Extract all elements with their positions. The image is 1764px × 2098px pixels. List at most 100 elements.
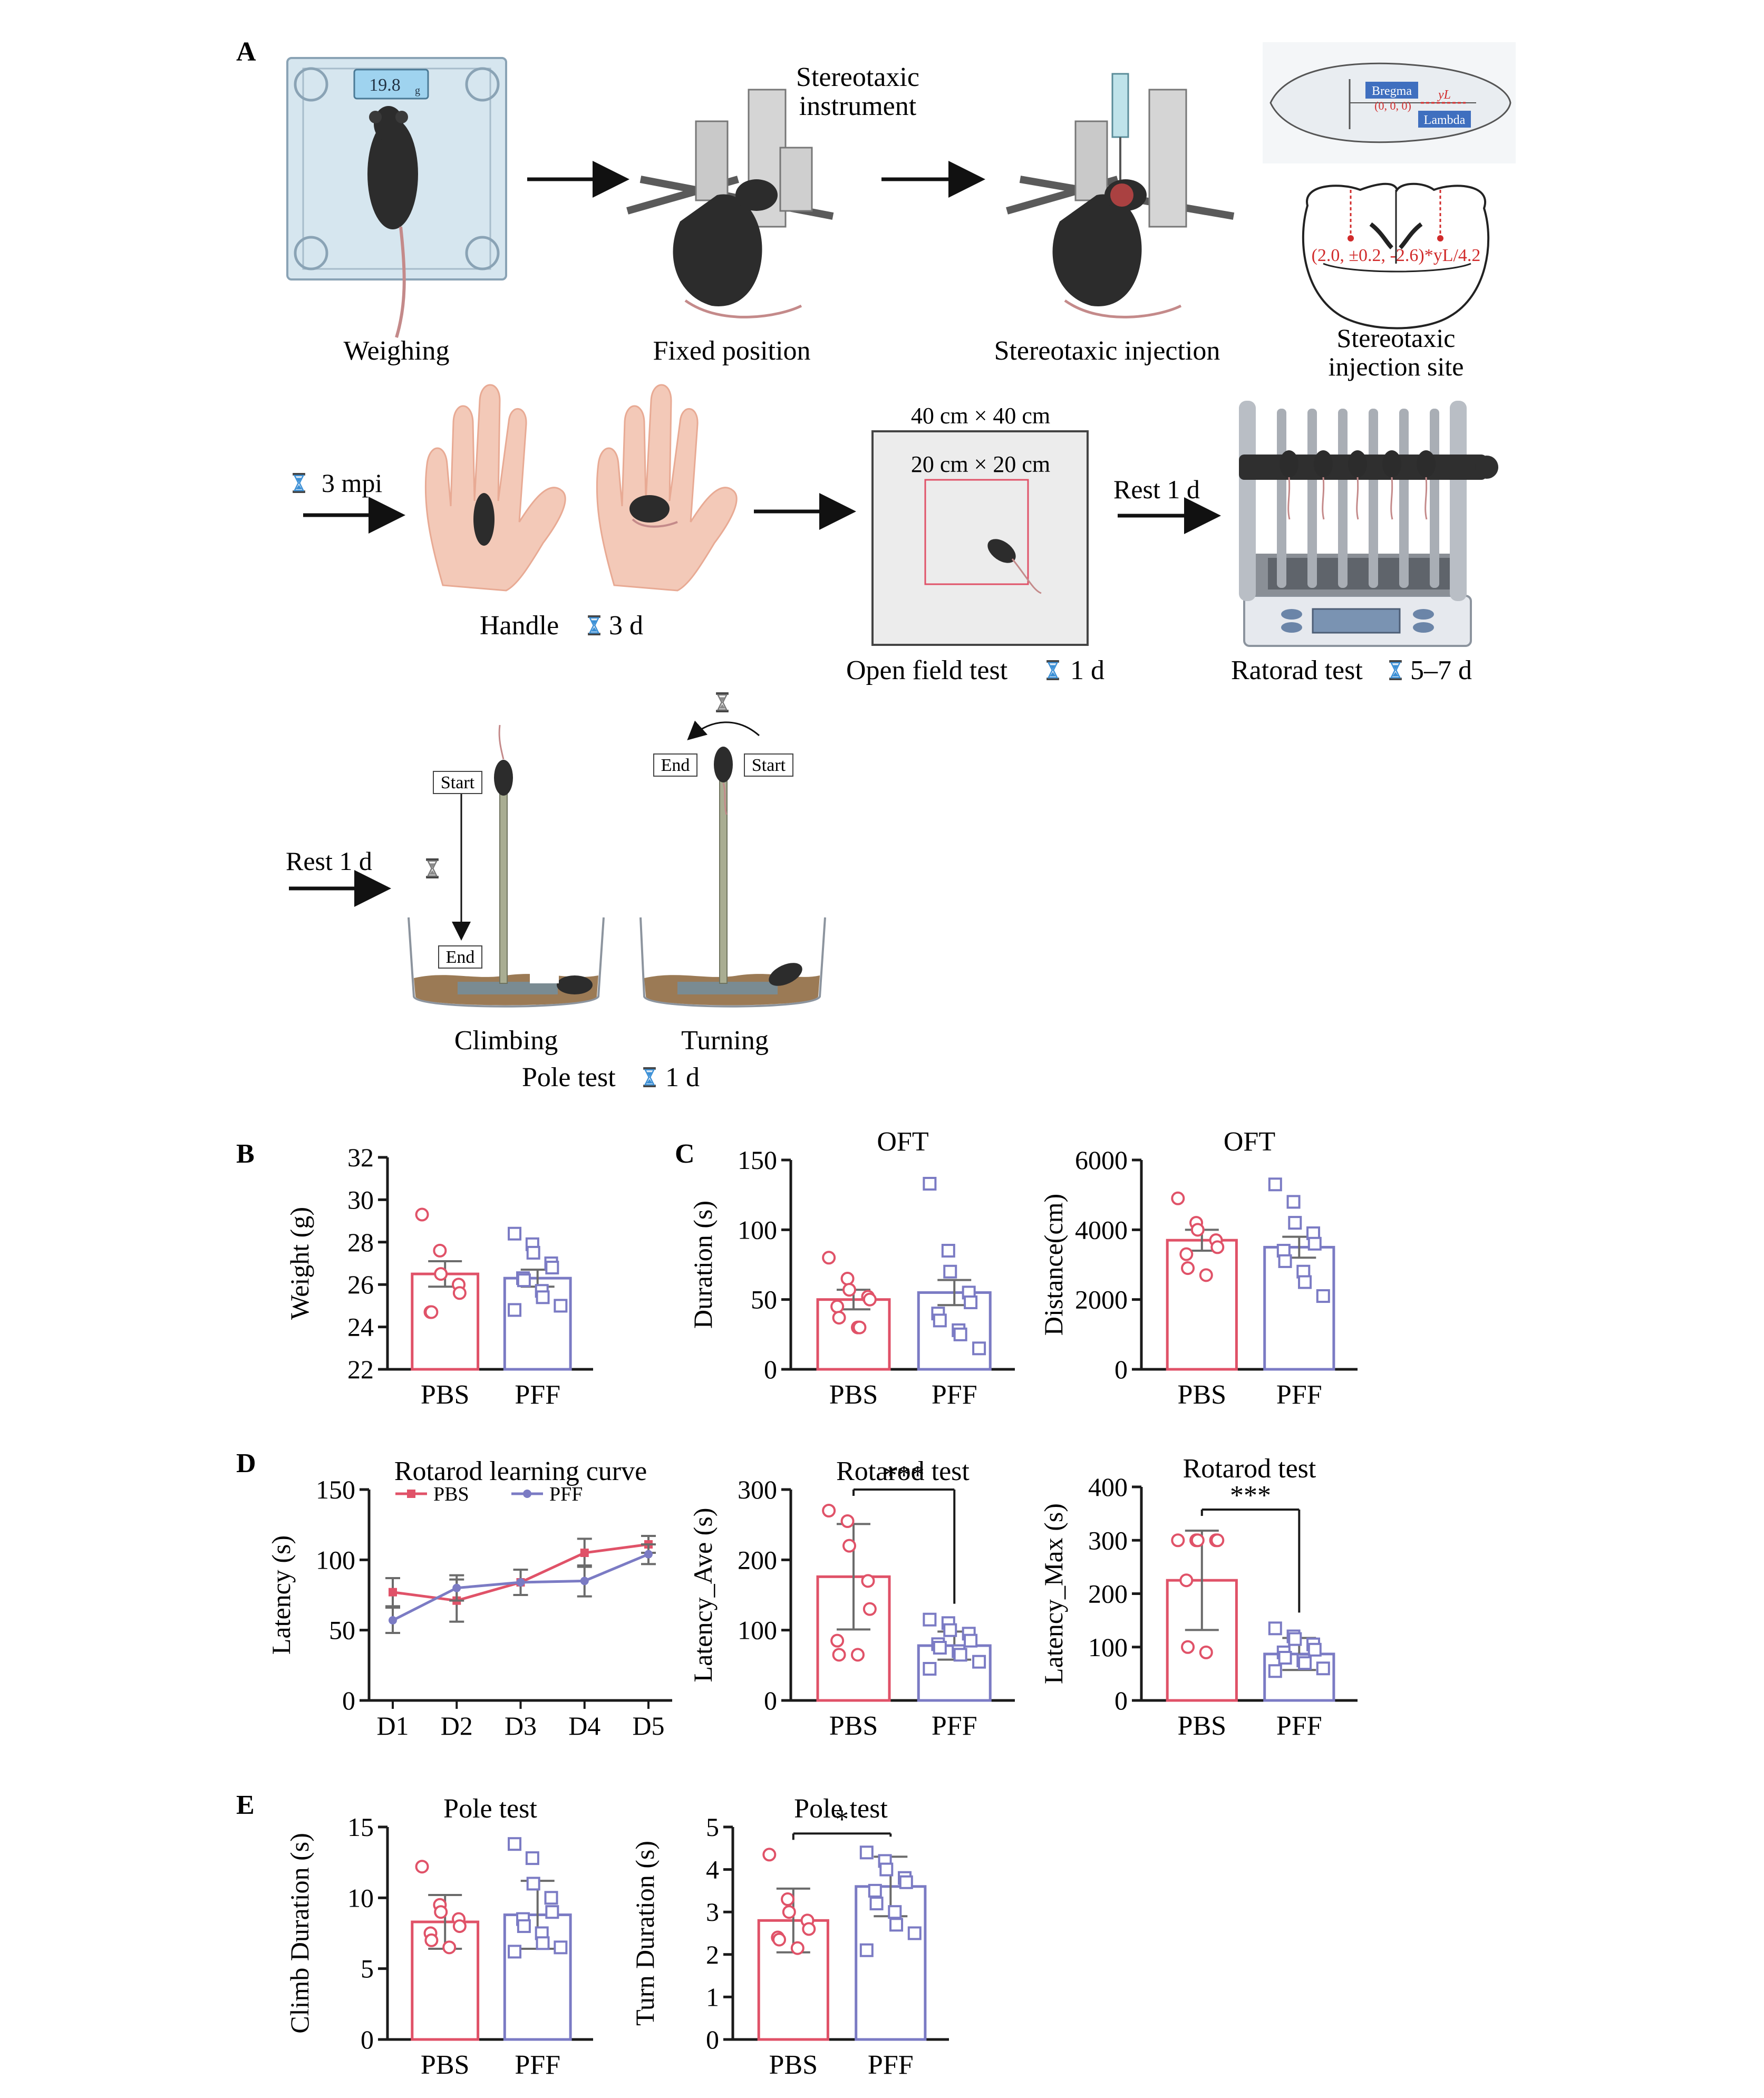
data-point-pbs <box>1181 1640 1195 1654</box>
x-tick-label: PBS <box>769 2050 818 2080</box>
y-tick-label: 200 <box>1088 1579 1128 1609</box>
label-start-turn: Start <box>752 756 786 775</box>
open-field-arena <box>871 430 1089 646</box>
y-tick-label: 100 <box>1088 1632 1128 1662</box>
y-tick-label: 0 <box>1114 1355 1128 1384</box>
data-point-pff <box>508 1837 522 1851</box>
scale-unit: g <box>415 85 420 96</box>
bar-pbs <box>1166 1239 1238 1371</box>
data-point-pbs <box>1171 1191 1185 1205</box>
x-tick-label: PFF <box>1276 1380 1322 1410</box>
label-climbing: Climbing <box>454 1026 558 1056</box>
x-tick-label: D2 <box>441 1711 473 1741</box>
data-point-pff <box>923 1612 937 1627</box>
y-tick-label: 0 <box>361 2025 374 2054</box>
data-point-pbs <box>802 1922 816 1936</box>
data-point-pbs <box>772 1932 787 1947</box>
data-point-pbs <box>424 1305 439 1319</box>
data-point-pbs <box>1179 1573 1194 1588</box>
y-axis-title: Turn Duration (s) <box>630 1841 660 2026</box>
data-point-pff <box>889 1918 904 1932</box>
significance-label: *** <box>1230 1481 1271 1511</box>
end-box-turn <box>653 753 697 777</box>
data-point-pff <box>517 1919 531 1933</box>
data-point-pff <box>888 1905 902 1919</box>
label-ratorad-days: 5–7 d <box>1410 655 1472 685</box>
data-point-pbs <box>1199 1645 1213 1659</box>
hourglass-icon <box>1389 660 1402 680</box>
coronal-brain-diagram: (2.0, ±0.2, -2.6)*yL/4.2 <box>1302 182 1490 330</box>
data-point-pbs <box>781 1892 795 1907</box>
y-tick-label: 26 <box>347 1270 374 1299</box>
y-tick-label: 3 <box>706 1897 719 1927</box>
data-point-pbs <box>830 1299 845 1313</box>
y-tick-label: 0 <box>342 1686 355 1715</box>
y-tick-label: 22 <box>347 1355 374 1384</box>
stereotaxic-frame-illustration <box>626 89 834 318</box>
data-point-pff <box>526 1877 540 1891</box>
label-rest-1: Rest 1 d <box>1113 475 1200 504</box>
scale-readout: 19.8 <box>369 75 401 95</box>
data-point-pbs <box>842 1283 856 1297</box>
x-tick-label: D5 <box>632 1711 664 1741</box>
label-ratorad: Ratorad test <box>1231 655 1363 685</box>
y-tick-label: 2 <box>706 1940 719 1969</box>
panel-letter-d: D <box>236 1448 256 1478</box>
significance-label: *** <box>884 1461 925 1491</box>
data-point-pff <box>941 1244 955 1258</box>
data-point-pff <box>1307 1642 1322 1657</box>
data-point-pff <box>536 1290 550 1304</box>
data-point-pff <box>972 1341 986 1356</box>
label-bregma: Bregma <box>1372 84 1412 98</box>
y-tick-label: 4000 <box>1075 1215 1128 1244</box>
y-tick-label: 300 <box>738 1475 777 1504</box>
chart-title: Rotarod learning curve <box>394 1456 647 1486</box>
data-point-pff <box>1268 1664 1282 1678</box>
y-tick-label: 0 <box>706 2025 719 2054</box>
label-weighing: Weighing <box>344 336 450 366</box>
label-mpi: 3 mpi <box>322 468 382 498</box>
data-point-pff <box>869 1897 884 1911</box>
chart-title: Rotarod test <box>1183 1454 1316 1484</box>
data-point-pbs <box>1199 1268 1213 1282</box>
data-point-pff <box>508 1226 522 1241</box>
y-tick-label: 24 <box>347 1312 374 1342</box>
y-axis-title: Distance(cm) <box>1039 1194 1068 1336</box>
y-tick-label: 150 <box>738 1145 777 1175</box>
bar-pbs <box>411 1272 480 1371</box>
y-tick-label: 32 <box>347 1143 374 1172</box>
y-tick-label: 100 <box>316 1545 355 1574</box>
label-handle-days: 3 d <box>609 611 643 641</box>
panel-letter-a: A <box>236 37 256 67</box>
data-point-pbs <box>442 1940 457 1955</box>
data-point-pbs <box>840 1514 855 1528</box>
chart-title: Pole test <box>794 1794 888 1824</box>
data-point-pff <box>1268 1177 1282 1192</box>
end-box-climb <box>438 945 482 969</box>
label-rest-2: Rest 1 d <box>286 846 372 876</box>
data-point-pbs <box>1210 1533 1225 1548</box>
data-point-pbs <box>452 1286 467 1300</box>
data-point-pbs <box>851 1648 865 1662</box>
data-point-pff <box>1298 1275 1312 1289</box>
legend-marker <box>407 1490 415 1498</box>
data-point-pff <box>1278 1651 1292 1665</box>
y-tick-label: 30 <box>347 1185 374 1214</box>
data-point-pbs <box>862 1292 877 1307</box>
significance-label: * <box>835 1804 849 1834</box>
data-point-pbs <box>433 1243 447 1258</box>
data-point-pff <box>868 1883 882 1898</box>
data-point-pff <box>1316 1289 1330 1303</box>
hourglass-icon <box>716 692 729 712</box>
data-marker-pff <box>452 1583 461 1592</box>
data-point-pbs <box>832 1311 846 1325</box>
y-tick-label: 28 <box>347 1227 374 1257</box>
data-point-pbs <box>1190 1533 1205 1548</box>
legend-label: PBS <box>433 1483 469 1505</box>
data-point-pff <box>1316 1661 1330 1676</box>
